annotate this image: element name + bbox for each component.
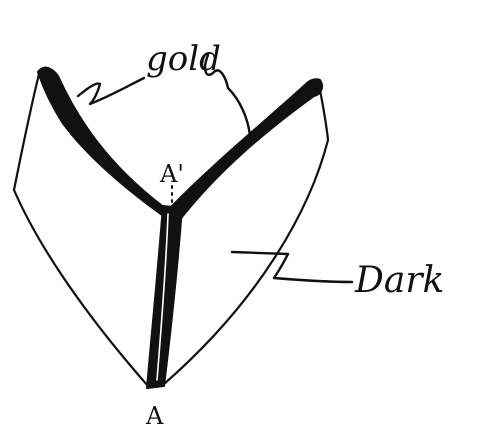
center-dark-stem bbox=[147, 206, 182, 388]
right-panel-outline bbox=[164, 80, 328, 384]
right-dark-band bbox=[170, 79, 322, 222]
gold-leader-line bbox=[78, 78, 144, 104]
apex-bottom-label: A bbox=[145, 402, 164, 430]
dark-label: Dark bbox=[354, 260, 444, 301]
gold-label: gold bbox=[146, 39, 221, 79]
left-dark-band bbox=[38, 68, 172, 222]
apex-top-label: A' bbox=[159, 160, 184, 188]
dark-leader-line bbox=[232, 252, 352, 282]
